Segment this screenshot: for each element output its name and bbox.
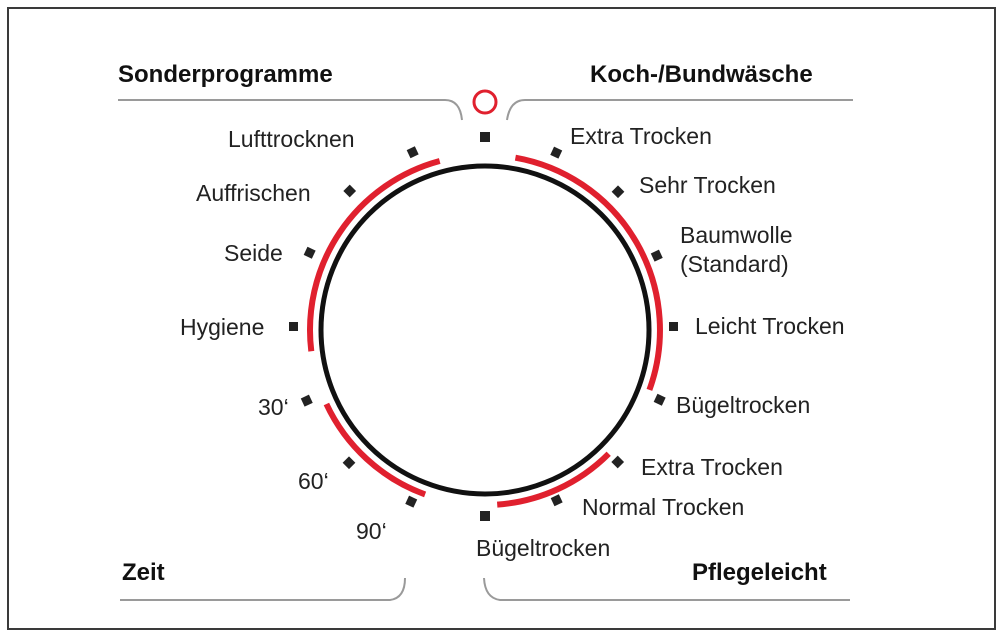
program-zeit-60: 60‘ <box>298 468 329 494</box>
bracket-bottom-left <box>120 577 406 601</box>
diagram-frame <box>7 7 996 630</box>
square-marker-icon <box>406 146 419 159</box>
arc-sonderprogramme <box>307 158 441 352</box>
group-label-pflegeleicht: Pflegeleicht <box>692 559 827 586</box>
program-koch-baumwolle: Baumwolle <box>680 222 793 248</box>
program-koch-baumwolle-standard-note: (Standard) <box>680 251 789 278</box>
square-marker-icon <box>653 393 666 406</box>
dial-ring <box>318 163 652 497</box>
square-marker-icon <box>289 322 298 331</box>
square-marker-icon <box>342 456 356 470</box>
square-marker-icon <box>611 455 625 469</box>
square-marker-icon <box>405 495 418 508</box>
program-koch-buegeltrocken: Bügeltrocken <box>676 392 811 418</box>
square-marker-icon <box>550 494 563 507</box>
program-koch-leicht-trocken: Leicht Trocken <box>695 313 845 339</box>
program-koch-sehr-trocken: Sehr Trocken <box>639 172 776 198</box>
square-marker-icon <box>343 184 357 198</box>
program-zeit-90: 90‘ <box>356 518 387 544</box>
square-marker-icon <box>303 246 316 259</box>
group-label-koch-bundwaesche: Koch-/Bundwäsche <box>590 61 813 88</box>
group-label-sonderprogramme: Sonderprogramme <box>118 61 333 88</box>
program-auffrischen: Auffrischen <box>196 180 311 206</box>
bracket-top-left <box>118 99 463 121</box>
program-koch-extra-trocken: Extra Trocken <box>570 123 712 149</box>
square-marker-icon <box>611 185 625 199</box>
program-pflege-normal-trocken: Normal Trocken <box>582 494 745 520</box>
program-pflege-buegeltrocken: Bügeltrocken <box>476 535 611 561</box>
bracket-bottom-right <box>483 577 850 601</box>
square-marker-icon <box>550 146 563 159</box>
power-off-circle-icon <box>472 89 498 115</box>
arc-zeit <box>323 402 427 498</box>
arc-koch-bundwaesche <box>514 154 663 391</box>
arc-pflegeleicht <box>496 451 611 508</box>
square-marker-icon <box>480 132 490 142</box>
program-lufttrocknen: Lufttrocknen <box>228 126 355 152</box>
program-pflege-extra-trocken: Extra Trocken <box>641 454 783 480</box>
group-arcs <box>307 154 663 508</box>
bracket-top-right <box>506 99 853 121</box>
square-marker-icon <box>300 394 313 407</box>
square-marker-icon <box>669 322 678 331</box>
program-zeit-30: 30‘ <box>258 394 289 420</box>
program-hygiene: Hygiene <box>180 314 265 340</box>
square-marker-icon <box>650 249 663 262</box>
program-koch-baumwolle-standard: Baumwolle (Standard) <box>680 221 793 280</box>
program-seide: Seide <box>224 240 283 266</box>
square-marker-icon <box>480 511 490 521</box>
group-label-zeit: Zeit <box>122 559 165 586</box>
